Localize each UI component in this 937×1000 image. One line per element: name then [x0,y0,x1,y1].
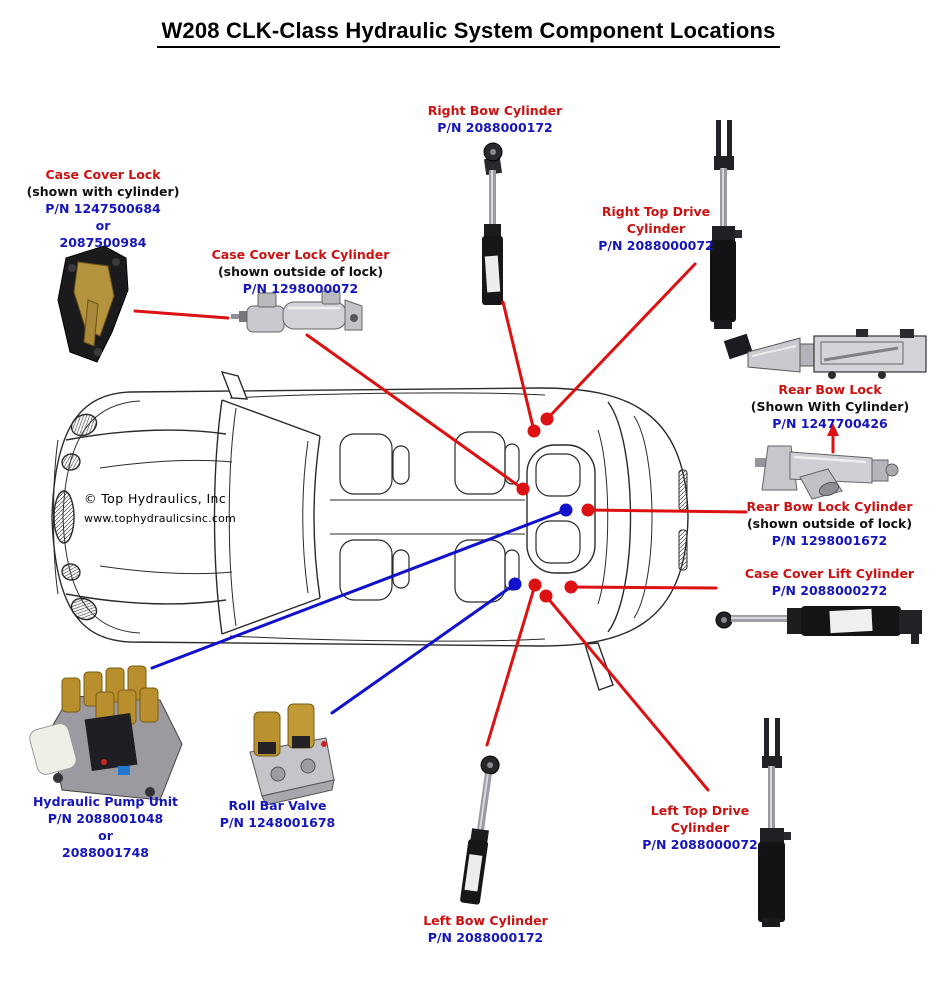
right-top-drive-cylinder-photo [710,120,742,329]
part-name: Roll Bar Valve [228,798,327,813]
front-seats [339,433,410,601]
title-row: W208 CLK-Class Hydraulic System Componen… [0,18,937,48]
label-case-cover-lock: Case Cover Lock (shown with cylinder) P/… [8,166,198,251]
rear-bow-lock-arrow-head [827,423,839,436]
dot-right-bow-cylinder [527,424,541,438]
leader-right-top-drive-cylinder [545,262,697,421]
leader-roll-bar-valve [330,582,517,715]
label-rear-bow-lock: Rear Bow Lock (Shown With Cylinder) P/N … [730,381,930,432]
label-left-bow-cylinder: Left Bow Cylinder P/N 2088000172 [393,912,578,946]
red-leader-lines [133,262,835,792]
part-name: Left Bow Cylinder [423,913,548,928]
part-name: Case Cover Lock [45,167,161,182]
blue-location-dots [508,503,573,591]
dot-left-top-drive-cylinder [539,589,553,603]
rear-seats [454,431,520,603]
part-name: Case Cover Lift Cylinder [744,566,915,581]
label-left-top-drive-cylinder: Left Top Drive Cylinder P/N 2088000072 [635,802,765,853]
part-name: Rear Bow Lock Cylinder [746,499,913,514]
leader-right-bow-cylinder [501,300,536,433]
dot-right-top-drive-cylinder [540,412,554,426]
part-number-or: or [98,828,113,843]
right-bow-cylinder-photo [482,142,503,305]
left-top-drive-cylinder-photo [758,718,791,927]
part-note: (shown with cylinder) [26,184,180,199]
part-number: P/N 2088000172 [427,930,544,945]
dot-rear-bow-lock-cylinder [581,503,595,517]
dot-hydraulic-pump-unit [559,503,573,517]
dot-case-cover-lift-cylinder [564,580,578,594]
rear-bow-lock-cylinder-photo [755,445,899,500]
leader-lock-to-cylinder [133,309,230,320]
roll-bar-valve-photo [249,703,335,806]
part-name: Rear Bow Lock [778,382,882,397]
watermark-company: © Top Hydraulics, Inc [84,491,227,506]
watermark-website: www.tophydraulicsinc.com [84,512,236,525]
part-number: P/N 1298000072 [242,281,359,296]
leader-left-bow-cylinder [485,583,537,747]
part-note: (shown outside of lock) [746,516,913,531]
part-name: Case Cover Lock Cylinder [211,247,390,262]
label-case-cover-lift-cylinder: Case Cover Lift Cylinder P/N 2088000272 [722,565,937,599]
case-cover-lock-cylinder-photo [231,290,363,333]
dot-case-cover-lock-cylinder [516,482,530,496]
blue-leader-lines [150,508,568,715]
part-number: P/N 2088000172 [437,120,553,135]
left-bow-cylinder-photo [460,755,500,905]
leader-hydraulic-pump-unit [150,508,568,670]
label-right-bow-cylinder: Right Bow Cylinder P/N 2088000172 [370,102,620,136]
leader-rear-bow-lock-cylinder [586,508,748,514]
part-number: P/N 2088000272 [771,583,888,598]
label-right-top-drive-cylinder: Right Top Drive Cylinder P/N 2088000072 [592,203,720,254]
leader-left-top-drive-cylinder [544,594,710,792]
car-top-view-drawing [51,370,689,691]
part-number: P/N 1248001678 [219,815,336,830]
part-number-or: or [95,218,111,233]
label-hydraulic-pump-unit: Hydraulic Pump Unit P/N 2088001048 or 20… [13,793,198,861]
headlight-cluster [53,413,98,621]
hydraulic-pump-unit-photo [29,665,183,801]
part-number: P/N 2088000072 [642,837,758,852]
part-number: P/N 1247700426 [772,416,888,431]
case-cover-lock-photo [57,245,129,363]
part-note: (Shown With Cylinder) [750,399,910,414]
rear-bow-lock-photo [723,329,927,379]
part-number: P/N 2088001048 [47,811,164,826]
label-case-cover-lock-cylinder: Case Cover Lock Cylinder (shown outside … [193,246,408,297]
label-rear-bow-lock-cylinder: Rear Bow Lock Cylinder (shown outside of… [722,498,937,549]
part-note: (shown outside of lock) [217,264,384,279]
label-roll-bar-valve: Roll Bar Valve P/N 1248001678 [190,797,365,831]
part-number: P/N 2088000072 [598,238,714,253]
part-number-alt: 2088001748 [62,845,149,860]
part-name: Hydraulic Pump Unit [32,794,179,809]
part-name: Left Top Drive Cylinder [650,803,750,835]
part-name: Right Top Drive Cylinder [601,204,711,236]
part-name: Right Bow Cylinder [427,103,563,118]
page-title: W208 CLK-Class Hydraulic System Componen… [157,18,780,48]
red-location-dots [516,412,595,603]
part-number: P/N 1298001672 [771,533,888,548]
case-cover-lift-cylinder-photo [715,606,922,644]
leader-case-cover-lift-cylinder [569,585,718,590]
dot-roll-bar-valve [508,577,522,591]
part-number: P/N 1247500684 [45,201,161,216]
leader-case-cover-lock-cylinder [305,333,525,491]
watermark: © Top Hydraulics, Inc www.tophydraulicsi… [84,489,236,529]
dot-left-bow-cylinder [528,578,542,592]
part-number-alt: 2087500984 [59,235,147,250]
